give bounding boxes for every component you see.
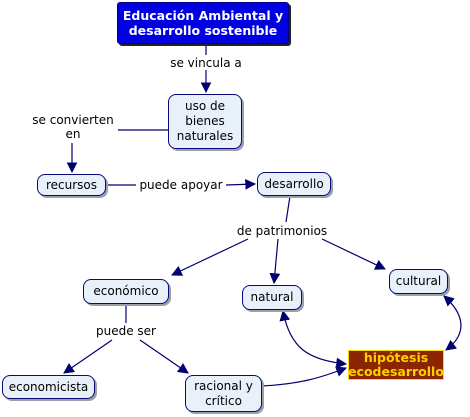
- concept-desarrollo[interactable]: desarrollo: [257, 172, 331, 196]
- edge-link-to-economico: [171, 238, 249, 276]
- edge-desarrollo-to-link: [285, 195, 291, 223]
- concept-natural[interactable]: natural: [242, 285, 302, 310]
- edge-hipotesis-natural: [279, 309, 348, 369]
- edge-link-to-cultural: [321, 238, 386, 270]
- edge-link-to-desarrollo: [225, 178, 257, 190]
- edge-link-to-racional: [139, 339, 189, 374]
- link-label-de-patrimonios: de patrimonios: [235, 224, 329, 238]
- link-label-se-vincula: se vincula a: [169, 56, 243, 70]
- link-label-se-convierten: se convierten en: [29, 113, 117, 141]
- edge-link-to-economicista: [63, 339, 113, 374]
- concept-hipotesis-ecodesarrollo[interactable]: hipótesis ecodesarrollo: [348, 350, 444, 380]
- concept-economico[interactable]: económico: [83, 279, 169, 304]
- link-label-puede-apoyar: puede apoyar: [138, 178, 224, 192]
- link-label-puede-ser: puede ser: [95, 324, 157, 338]
- edge-link-to-natural: [269, 238, 281, 285]
- edge-racional-to-hipotesis: [261, 366, 348, 387]
- concept-uso-bienes-naturales[interactable]: uso de bienes naturales: [168, 94, 242, 149]
- concept-cultural[interactable]: cultural: [389, 269, 448, 294]
- concept-recursos[interactable]: recursos: [37, 174, 106, 196]
- concept-root[interactable]: Educación Ambiental y desarrollo sosteni…: [117, 2, 289, 44]
- edge-hipotesis-cultural: [443, 295, 462, 351]
- concept-racional-critico[interactable]: racional y crítico: [185, 375, 262, 412]
- concept-economicista[interactable]: economicista: [2, 375, 95, 399]
